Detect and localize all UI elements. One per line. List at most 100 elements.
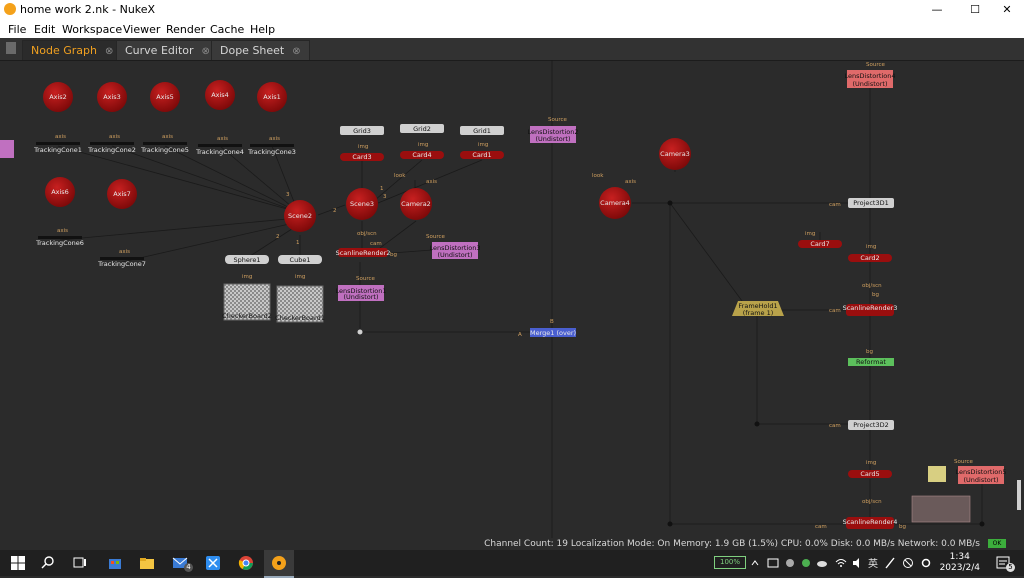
menu-cache[interactable]: Cache — [210, 23, 245, 36]
card3-node[interactable]: Card3 — [340, 153, 384, 161]
app-tray-icon[interactable] — [784, 555, 796, 571]
settings-tray-icon[interactable] — [920, 555, 932, 571]
status-text: Channel Count: 19 Localization Mode: On … — [484, 539, 980, 549]
trackingcone4-node[interactable]: TrackingCone4 — [195, 144, 244, 156]
scene3-node[interactable]: Scene3 — [346, 188, 378, 220]
dot-node[interactable] — [357, 329, 363, 335]
green-tray-icon[interactable] — [800, 555, 812, 571]
scanlinerender3-node[interactable]: ScanlineRender3 — [843, 304, 898, 316]
scene2-node[interactable]: Scene2 — [284, 200, 316, 232]
trackingcone6-node[interactable]: TrackingCone6 — [35, 236, 84, 247]
nuke-taskbar-button[interactable] — [264, 550, 294, 578]
menu-workspace[interactable]: Workspace — [62, 23, 123, 36]
trackingcone1-node[interactable]: TrackingCone1 — [33, 142, 82, 154]
svg-text:Source: Source — [426, 234, 446, 240]
speaker-icon[interactable] — [852, 555, 864, 571]
file-explorer-icon[interactable] — [139, 555, 155, 571]
lensdistortion4-node[interactable]: LensDistortion4(Undistort) — [845, 70, 896, 88]
trackingcone3-node[interactable]: TrackingCone3 — [247, 144, 296, 156]
camera3-node[interactable]: Camera3 — [659, 138, 691, 170]
card4-node[interactable]: Card4 — [400, 151, 444, 159]
axis7-node[interactable]: Axis7 — [107, 179, 137, 209]
reformat-node[interactable]: Reformat — [848, 358, 894, 366]
network-tray-icon[interactable] — [767, 555, 779, 571]
lensdistortion5-node[interactable]: LensDistortion5(Undistort) — [956, 466, 1007, 484]
close-icon[interactable]: ⊗ — [201, 46, 210, 57]
scanlinerender4-node[interactable]: ScanlineRender4 — [843, 517, 898, 529]
scanlinerender2-node[interactable]: ScanlineRender2 — [336, 248, 391, 257]
svg-text:Source: Source — [356, 276, 376, 282]
chrome-icon[interactable] — [238, 555, 254, 571]
checkerboard2-node[interactable]: CheckerBoard2 — [222, 283, 272, 321]
node-graph-canvas[interactable]: Axis2 Axis3 Axis5 Axis4 Axis1 Axis6 Axis… — [0, 60, 1024, 538]
framehold1-node[interactable]: FrameHold1(frame 1) — [732, 301, 784, 317]
card5-node[interactable]: Card5 — [848, 470, 892, 478]
snipping-tool-icon[interactable] — [205, 555, 221, 571]
trackingcone2-node[interactable]: TrackingCone2 — [87, 142, 136, 154]
cube1-node[interactable]: Cube1 — [278, 255, 322, 264]
close-icon[interactable]: ⊗ — [104, 46, 114, 57]
close-button[interactable]: ✕ — [1002, 3, 1012, 16]
lensdistortion3-node[interactable]: LensDistortion3(Undistort) — [430, 242, 481, 259]
merge1-node[interactable]: Merge1 (over) — [530, 328, 576, 337]
checkerboard1-node[interactable]: CheckerBoard1 — [275, 285, 325, 323]
lensdistortion1-node[interactable]: LensDistortion1(Undistort) — [336, 285, 387, 301]
axis3-node[interactable]: Axis3 — [97, 82, 127, 112]
axis4-node[interactable]: Axis4 — [205, 80, 235, 110]
project3d2-node[interactable]: Project3D2 — [848, 420, 894, 430]
menu-help[interactable]: Help — [250, 23, 276, 36]
trackingcone5-node[interactable]: TrackingCone5 — [140, 142, 189, 154]
tab-label: Dope Sheet — [220, 44, 285, 57]
dot-node[interactable] — [667, 521, 673, 527]
ime-indicator[interactable]: 英 — [868, 559, 878, 570]
wifi-icon[interactable] — [835, 555, 847, 571]
axis1-node[interactable]: Axis1 — [257, 82, 287, 112]
task-view-icon[interactable] — [72, 555, 88, 571]
tab-curve-editor[interactable]: Curve Editor⊗ — [116, 40, 219, 60]
axis6-node[interactable]: Axis6 — [45, 177, 75, 207]
menu-viewer[interactable]: Viewer — [123, 23, 161, 36]
card1-node[interactable]: Card1 — [460, 151, 504, 159]
battery-indicator[interactable]: 100% — [714, 556, 746, 569]
camera2-node[interactable]: Camera2 — [400, 188, 432, 220]
camera4-node[interactable]: Camera4 — [599, 187, 631, 219]
axis5-node[interactable]: Axis5 — [150, 82, 180, 112]
card2-node[interactable]: Card2 — [848, 254, 892, 262]
close-icon[interactable]: ⊗ — [292, 46, 301, 57]
project3d1-node[interactable]: Project3D1 — [848, 198, 894, 208]
grid3-node[interactable]: Grid3 — [340, 126, 384, 135]
search-icon[interactable] — [40, 555, 56, 571]
cloud-tray-icon[interactable] — [816, 555, 828, 571]
blocked-icon[interactable] — [902, 555, 914, 571]
lensdistortion2-node[interactable]: LensDistortion2(Undistort) — [528, 126, 579, 143]
tab-node-graph[interactable]: Node Graph⊗ — [22, 40, 123, 60]
offscreen-node[interactable] — [0, 140, 14, 158]
maximize-button[interactable]: ☐ — [970, 3, 980, 16]
grid2-node[interactable]: Grid2 — [400, 124, 444, 133]
sphere1-node[interactable]: Sphere1 — [225, 255, 269, 264]
pen-icon[interactable] — [884, 555, 896, 571]
scrollbar-thumb[interactable] — [1017, 480, 1021, 510]
dot-node[interactable] — [667, 200, 673, 206]
node-label: TrackingCone5 — [140, 146, 189, 154]
trackingcone7-node[interactable]: TrackingCone7 — [97, 257, 146, 268]
svg-text:A: A — [518, 332, 522, 338]
panel-grip-icon[interactable] — [6, 42, 16, 54]
menu-file[interactable]: File — [8, 23, 27, 36]
chevron-up-icon[interactable] — [750, 555, 760, 571]
axis2-node[interactable]: Axis2 — [43, 82, 73, 112]
mail-icon[interactable] — [172, 555, 188, 571]
card7-node[interactable]: Card7 — [798, 240, 842, 248]
tab-dope-sheet[interactable]: Dope Sheet ⊗ — [211, 40, 310, 60]
minimize-button[interactable]: — — [931, 3, 943, 16]
windows-start-icon[interactable] — [10, 555, 26, 571]
dot-node[interactable] — [754, 421, 760, 427]
menu-edit[interactable]: Edit — [34, 23, 56, 36]
panel-tab-bar: Node Graph⊗ Curve Editor⊗ Dope Sheet ⊗ — [0, 38, 1024, 61]
store-icon[interactable] — [107, 555, 123, 571]
dot-node[interactable] — [979, 521, 985, 527]
menu-render[interactable]: Render — [166, 23, 206, 36]
grid1-node[interactable]: Grid1 — [460, 126, 504, 135]
notification-icon[interactable] — [995, 555, 1011, 571]
